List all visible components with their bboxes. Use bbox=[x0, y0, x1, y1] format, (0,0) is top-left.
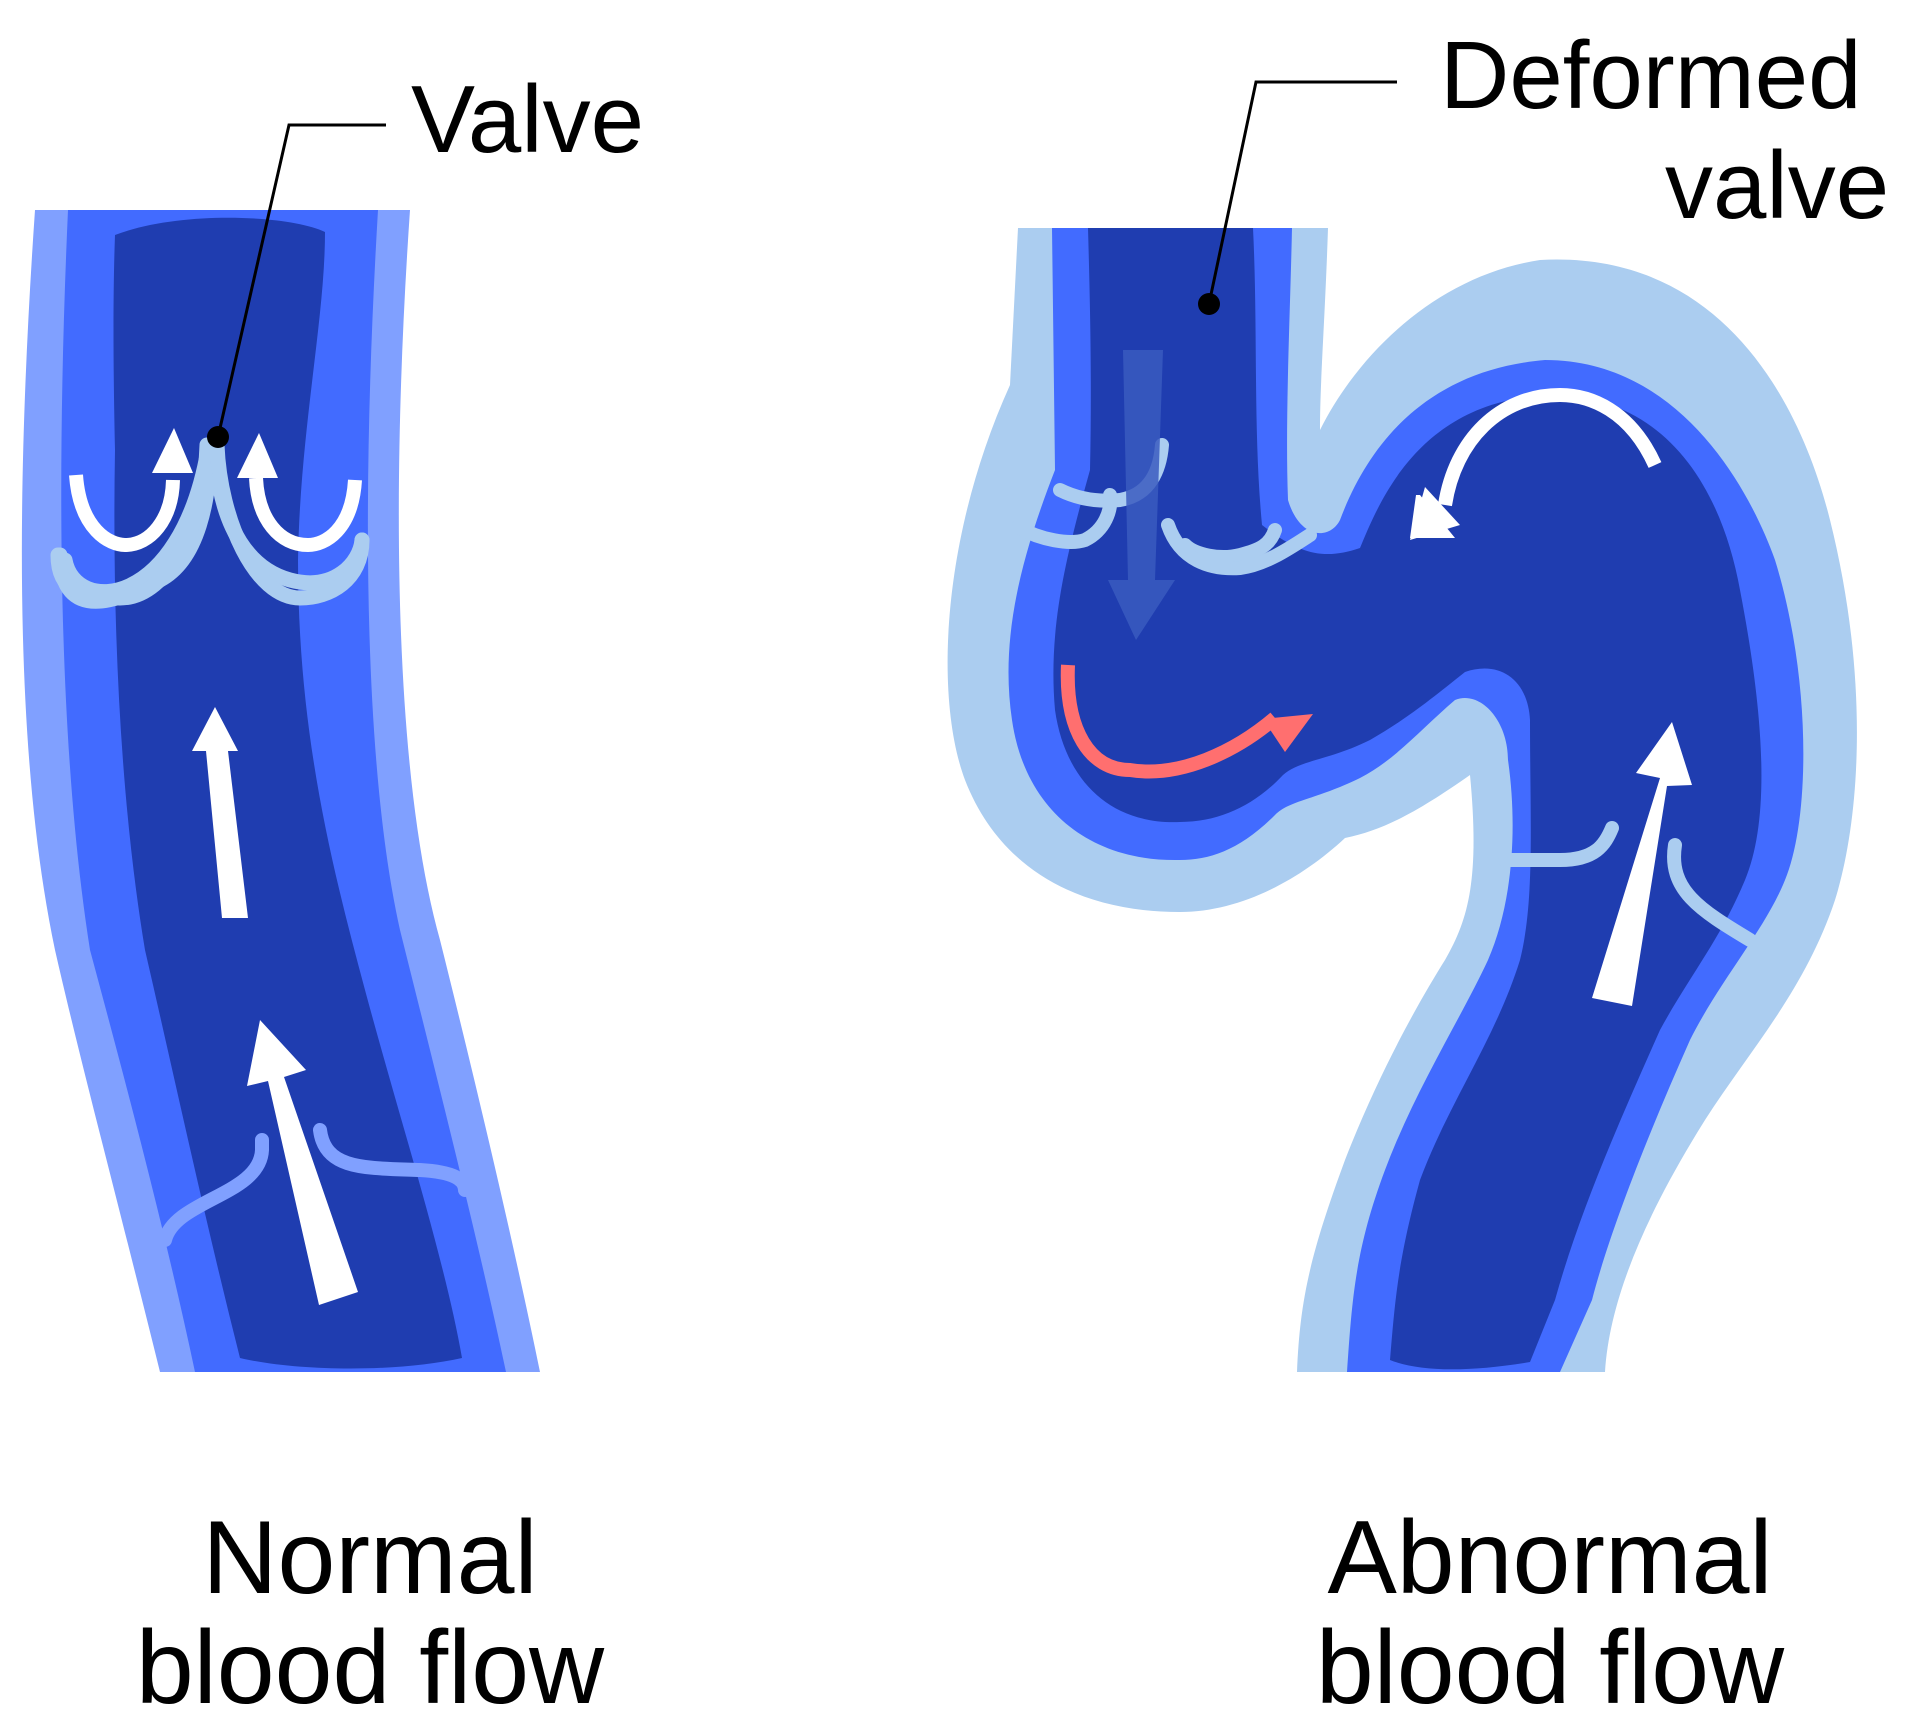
normal-caption-line1: Normal bbox=[60, 1503, 680, 1613]
deformed-valve-leader-dot bbox=[1198, 293, 1220, 315]
deformed-valve-label-line2: valve bbox=[1665, 138, 1889, 234]
abnormal-caption-line1: Abnormal bbox=[1240, 1503, 1860, 1613]
abnormal-blood-flow-caption: Abnormal blood flow bbox=[1240, 1503, 1860, 1717]
abnormal-vein bbox=[948, 228, 1857, 1372]
deformed-valve-label-line1: Deformed bbox=[1440, 28, 1862, 124]
normal-blood-flow-caption: Normal blood flow bbox=[60, 1503, 680, 1717]
valve-label: Valve bbox=[411, 72, 644, 168]
valve-leader-dot bbox=[207, 426, 229, 448]
abnormal-caption-line2: blood flow bbox=[1240, 1613, 1860, 1717]
normal-caption-line2: blood flow bbox=[60, 1613, 680, 1717]
normal-vein bbox=[22, 210, 540, 1372]
